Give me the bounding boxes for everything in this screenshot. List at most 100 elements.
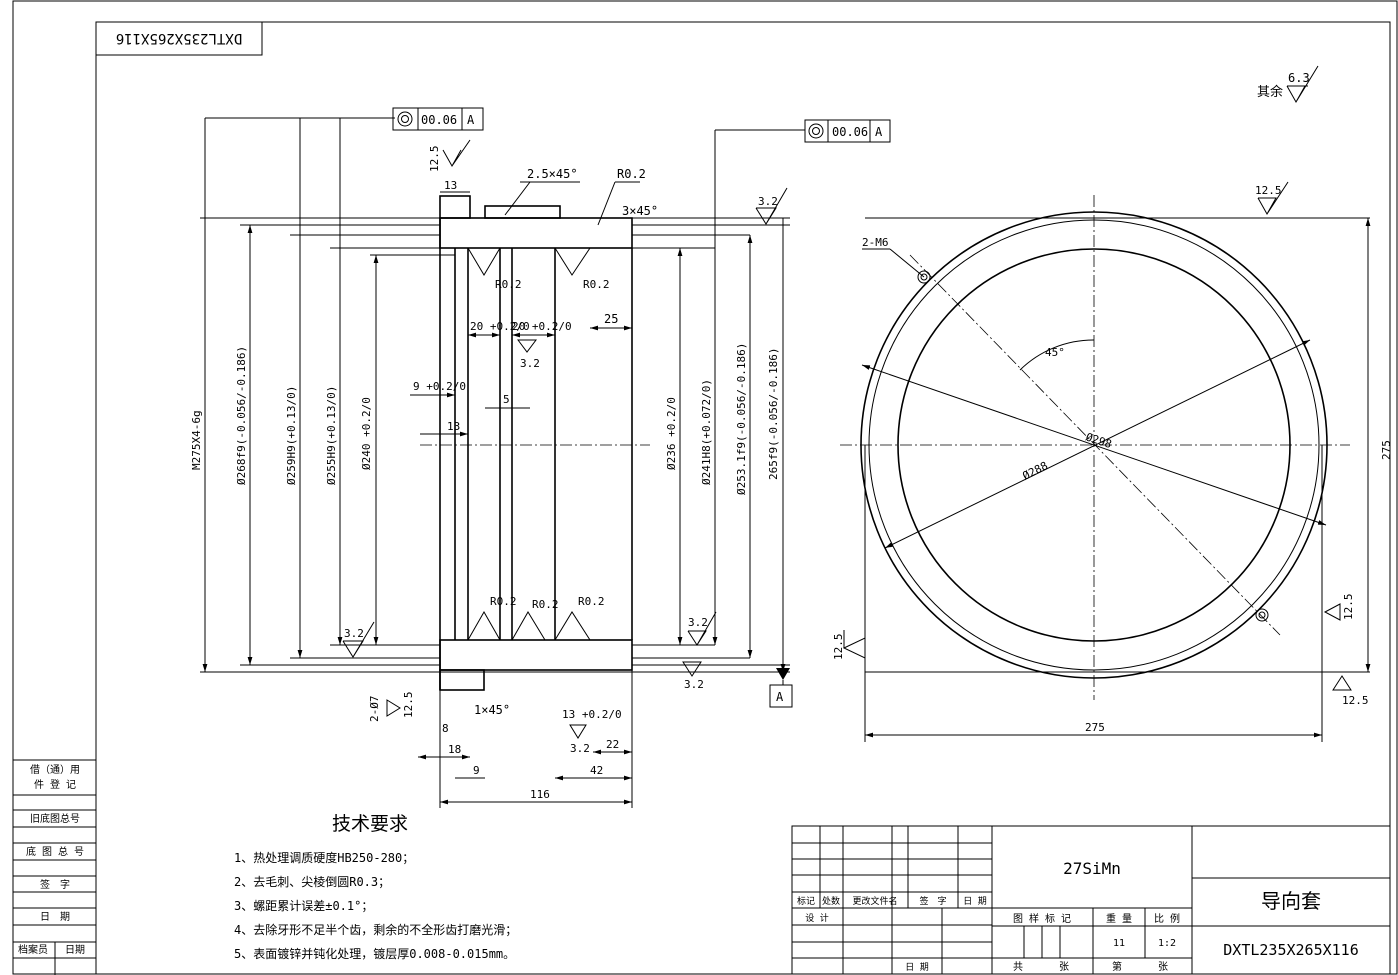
tech-requirements-title: 技术要求 [332, 813, 408, 835]
label-radius-bottom-3: R0.2 [578, 595, 605, 608]
weight-label: 重 量 [1106, 912, 1132, 925]
roughness-symbol-default [1286, 65, 1319, 104]
default-roughness-label: 其余 [1257, 84, 1283, 100]
strip-label-date: 日 期 [40, 911, 70, 923]
dim-width-9-bottom: 9 [473, 764, 480, 777]
tech-req-2: 2、去毛刺、尖棱倒圆R0.3； [234, 874, 390, 889]
label-radius-left-top: R0.2 [495, 278, 522, 291]
dim-width-8: 8 [442, 722, 449, 735]
design-label: 设 计 [805, 912, 828, 924]
label-width-275: 275 [1085, 721, 1105, 734]
strip-label-register: 件 登 记 [34, 778, 76, 791]
tolerance-value-right: 00.06 [832, 125, 868, 139]
strip-label-old-drawing: 旧底图总号 [30, 812, 80, 825]
sheet-border [12, 0, 1398, 975]
dim-width-13-top: 13 [444, 179, 457, 192]
dim-d253: Ø253.1f9(-0.056/-0.186) [735, 343, 748, 495]
title-material: 27SiMn [1063, 859, 1121, 878]
tolerance-value-left: 00.06 [421, 113, 457, 127]
tolerance-frame-right [804, 119, 891, 143]
dim-d240: Ø240 +0.2/0 [360, 397, 373, 470]
sheets-unit-label: 张 [1059, 961, 1069, 973]
dim-d236: Ø236 +0.2/0 [665, 397, 678, 470]
roughness-value-2: 3.2 [758, 195, 778, 208]
front-roughness-2: 12.5 [832, 634, 845, 661]
tech-req-5: 5、表面镀锌并钝化处理，镀层厚0.008-0.015mm。 [234, 947, 515, 961]
strip-label-drawing-no: 底 图 总 号 [26, 845, 84, 858]
front-roughness-1: 12.5 [1255, 184, 1282, 197]
dim-d241: Ø241H8(+0.072/0) [700, 379, 713, 485]
datum-a-label: A [776, 690, 784, 704]
tech-req-4: 4、去除牙形不足半个齿，剩余的不全形齿打磨光滑； [234, 922, 517, 937]
dim-d255: Ø255H9(+0.13/0) [325, 386, 338, 485]
label-radius-bottom-2: R0.2 [532, 598, 559, 611]
label-radius-right-top: R0.2 [583, 278, 610, 291]
label-chamfer-right: 3×45° [622, 204, 658, 218]
front-view [840, 181, 1371, 742]
datum-a-marker [769, 668, 793, 708]
strip-label-borrow: 借（通）用 [30, 764, 80, 776]
left-record-strip [13, 759, 96, 975]
dim-width-20a: 20 +0.2/0 [470, 320, 530, 333]
weight-value: 11 [1113, 938, 1125, 949]
label-radius-top: R0.2 [617, 167, 646, 181]
stage-label: 图 样 标 记 [1013, 912, 1071, 925]
tolerance-datum-left: A [467, 113, 475, 127]
rev-header-file: 更改文件名 [852, 895, 897, 907]
front-roughness-4: 12.5 [1342, 694, 1369, 707]
roughness-value-1: 12.5 [428, 146, 441, 173]
tech-req-1: 1、热处理调质硬度HB250-280； [234, 850, 414, 865]
dim-d268: Ø268f9(-0.056/-0.186) [235, 346, 248, 485]
label-d288: Ø288 [1020, 459, 1050, 483]
rev-header-sign: 签 字 [919, 895, 946, 907]
scale-value: 1:2 [1158, 938, 1176, 949]
roughness-value-8: 3.2 [570, 742, 590, 755]
tech-req-3: 3、螺距累计误差±0.1°； [234, 899, 373, 913]
title-part-name: 导向套 [1261, 889, 1321, 913]
rev-header-count: 处数 [822, 895, 840, 907]
drawing-code-mirrored: DXTL235X265X116 [116, 30, 242, 46]
roughness-value-5: 3.2 [688, 616, 708, 629]
roughness-symbols-section [342, 139, 788, 739]
dim-width-18: 18 [448, 743, 461, 756]
tolerance-datum-right: A [875, 125, 883, 139]
extension-lines [200, 217, 790, 673]
strip-label-archive-date: 日期 [65, 944, 85, 956]
rev-header-date: 日 期 [963, 896, 986, 907]
label-chamfer-top: 2.5×45° [527, 167, 578, 181]
label-height-275: 275 [1380, 440, 1393, 460]
dim-width-9: 9 +0.2/0 [413, 380, 466, 393]
front-roughness-3: 12.5 [1342, 594, 1355, 621]
sheet-unit-label-2: 张 [1158, 961, 1168, 973]
dim-width-5: 5 [503, 393, 510, 406]
scale-label: 比 例 [1154, 912, 1180, 925]
title-drawing-number: DXTL235X265X116 [1223, 941, 1358, 959]
strip-label-sign: 签 字 [40, 878, 70, 891]
roughness-value-6: 12.5 [402, 692, 415, 719]
label-radius-bottom-1: R0.2 [490, 595, 517, 608]
section-view [420, 195, 650, 691]
dim-thread: M275X4-6g [190, 410, 203, 470]
dim-d259: Ø259H9(+0.13/0) [285, 386, 298, 485]
dim-d265: 265f9(-0.056/-0.186) [767, 348, 780, 480]
roughness-value-7: 3.2 [684, 678, 704, 691]
rev-header-mark: 标记 [797, 895, 815, 907]
label-tapped-holes: 2-M6 [862, 236, 889, 249]
sheets-total-label: 共 [1013, 961, 1023, 973]
sheet-no-label: 第 [1112, 960, 1122, 973]
roughness-value-3: 3.2 [520, 357, 540, 370]
tolerance-frame-left [392, 107, 484, 131]
vertical-dimensions [202, 117, 805, 672]
strip-label-archivist: 档案员 [18, 943, 48, 956]
roughness-value-4: 3.2 [344, 627, 364, 640]
dim-width-116: 116 [530, 788, 550, 801]
dim-width-22: 22 [606, 738, 619, 751]
label-angle-45: 45° [1045, 346, 1065, 359]
label-holes: 2-Ø7 [368, 696, 381, 723]
dim-width-13-bottom: 13 +0.2/0 [562, 708, 622, 721]
default-roughness-value: 6.3 [1288, 71, 1310, 85]
dim-width-13-mid: 13 [447, 420, 460, 433]
date-label: 日 期 [905, 962, 928, 973]
title-block [791, 825, 1391, 975]
